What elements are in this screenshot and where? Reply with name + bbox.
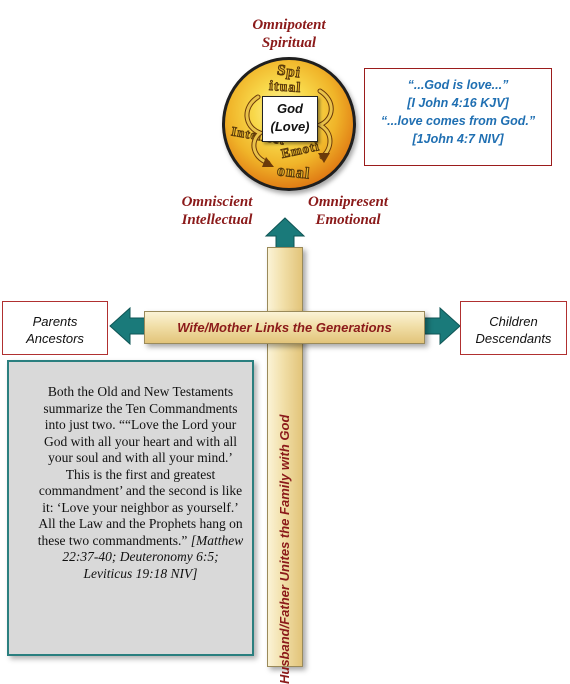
vertical-beam: Husband/Father Unites the Family with Go… <box>267 247 303 684</box>
top-attribute-line1: Omnipotent <box>252 17 326 33</box>
right-attribute-line1: Omnipresent <box>307 194 388 210</box>
left-attribute-line1: Omniscient <box>181 194 253 210</box>
god-love-box: God (Love) <box>262 96 318 142</box>
quote-ref2: [1John 4:7 NIV] <box>412 132 504 146</box>
quote-line2: “...love comes from God.” <box>380 114 536 128</box>
top-attribute-line2: Spiritual <box>261 35 317 51</box>
quote-ref1: [I John 4:16 KJV] <box>407 96 509 110</box>
right-arrow-icon <box>423 306 461 346</box>
left-attribute-line2: Intellectual <box>181 212 253 228</box>
right-attribute-line2: Emotional <box>315 212 381 228</box>
descendants-label: Descendants <box>475 331 552 346</box>
swirl-arrows-icon <box>244 88 334 167</box>
parents-label: Parents <box>32 314 78 329</box>
top-attribute-label: Omnipotent Spiritual <box>222 16 356 52</box>
vertical-beam-label: Husband/Father Unites the Family with Go… <box>277 414 292 684</box>
right-attribute-label: Omnipresent Emotional <box>298 193 398 229</box>
scripture-box: Both the Old and New Testaments summariz… <box>7 360 254 656</box>
left-attribute-label: Omniscient Intellectual <box>170 193 264 229</box>
children-label: Children <box>489 314 538 329</box>
parents-ancestors-box: Parents Ancestors <box>2 301 108 355</box>
god-love-circle: Spi itual Intellect Emoti onal <box>222 57 356 191</box>
ancestors-label: Ancestors <box>26 331 84 346</box>
children-descendants-box: Children Descendants <box>460 301 567 355</box>
left-arrow-icon <box>109 306 147 346</box>
quote-line1: “...God is love...” <box>407 78 509 92</box>
love-label: (Love) <box>270 119 310 134</box>
quote-box: “...God is love...” [I John 4:16 KJV] “.… <box>364 68 552 166</box>
horizontal-beam-label: Wife/Mother Links the Generations <box>177 320 392 335</box>
horizontal-beam: Wife/Mother Links the Generations <box>144 311 425 344</box>
god-label: God <box>277 101 303 116</box>
scripture-text: Both the Old and New Testaments summariz… <box>37 384 243 548</box>
scripture-reference: [Matthew 22:37-40; Deuteronomy 6:5; Levi… <box>62 532 244 581</box>
